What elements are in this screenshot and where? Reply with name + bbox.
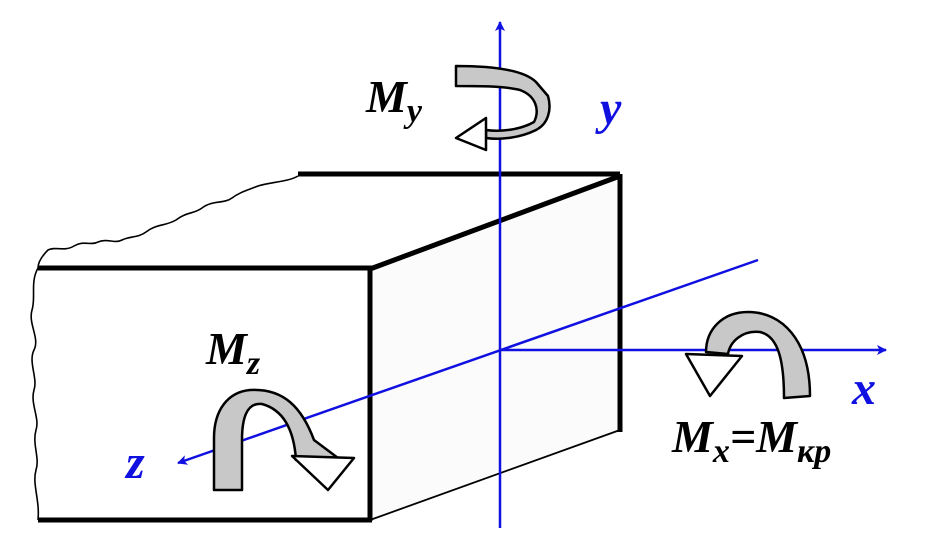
- mz-label: Mz: [205, 323, 261, 382]
- my-label: My: [365, 71, 423, 130]
- beam-broken-edge-left: [30, 267, 40, 521]
- z-axis-label: z: [124, 436, 145, 489]
- mx-mkr-label: Mx=Mкр: [671, 411, 831, 470]
- z-axis-line: [177, 258, 759, 465]
- x-axis-label: x: [851, 362, 876, 415]
- beam-end-face: [370, 176, 618, 520]
- my-moment-arrow: [454, 64, 551, 152]
- y-axis-label: y: [595, 82, 622, 135]
- section-bottom-diagonal: [369, 429, 621, 521]
- mz-moment-arrow: [212, 388, 356, 492]
- mx-moment-arrow: [684, 310, 812, 400]
- section-top-diagonal: [369, 173, 621, 272]
- beam-broken-edge-top: [37, 175, 299, 269]
